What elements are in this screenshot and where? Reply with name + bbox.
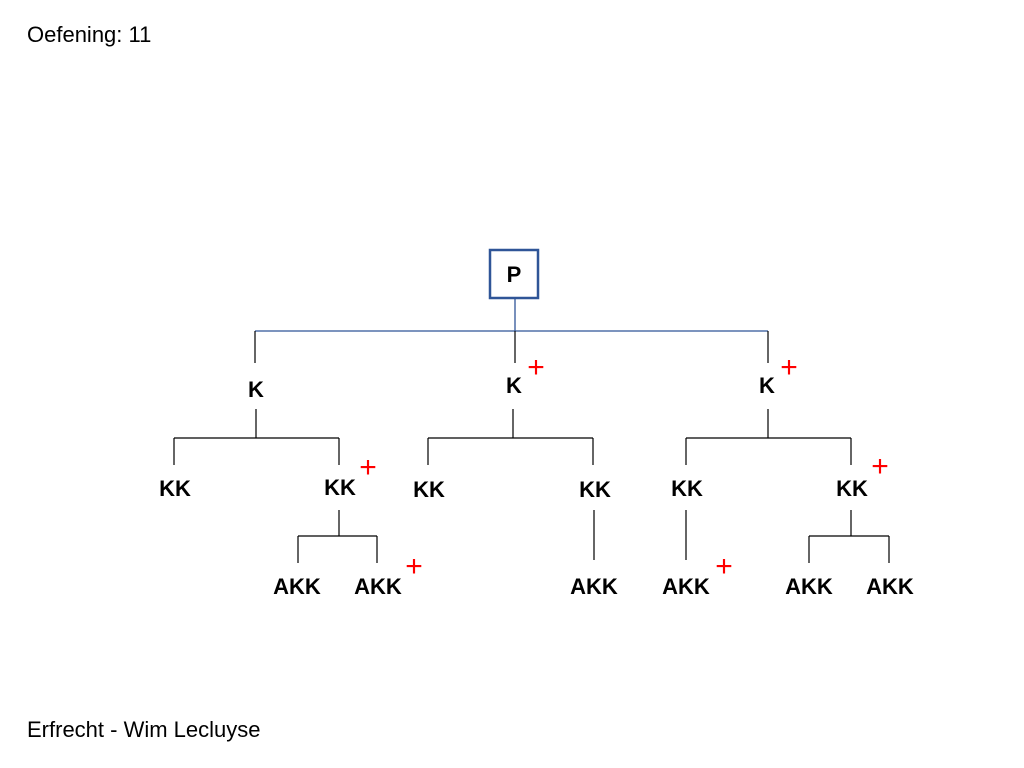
node-akk5: AKK [785, 574, 833, 599]
node-k2: K [506, 373, 522, 398]
node-kk2: KK [324, 475, 356, 500]
node-kk3: KK [413, 477, 445, 502]
root-connectors [255, 298, 768, 332]
node-kk5: KK [671, 476, 703, 501]
node-kk6: KK [836, 476, 868, 501]
node-kk4: KK [579, 477, 611, 502]
node-k2-plus-mark: + [527, 351, 545, 384]
node-akk1: AKK [273, 574, 321, 599]
node-akk4-plus-mark: + [715, 550, 733, 583]
node-kk6-plus-mark: + [871, 450, 889, 483]
node-akk2-plus-mark: + [405, 550, 423, 583]
slide-title: Oefening: 11 [27, 22, 152, 47]
node-kk2-plus-mark: + [359, 451, 377, 484]
root-node-label: P [507, 262, 522, 287]
node-akk4: AKK [662, 574, 710, 599]
node-akk6: AKK [866, 574, 914, 599]
node-k3-plus-mark: + [780, 351, 798, 384]
node-kk1: KK [159, 476, 191, 501]
slide-footer: Erfrecht - Wim Lecluyse [27, 717, 261, 742]
node-akk2: AKK [354, 574, 402, 599]
connectors [173, 331, 890, 563]
node-k1: K [248, 377, 264, 402]
node-akk3: AKK [570, 574, 618, 599]
node-k3: K [759, 373, 775, 398]
root-node-box [488, 248, 540, 300]
